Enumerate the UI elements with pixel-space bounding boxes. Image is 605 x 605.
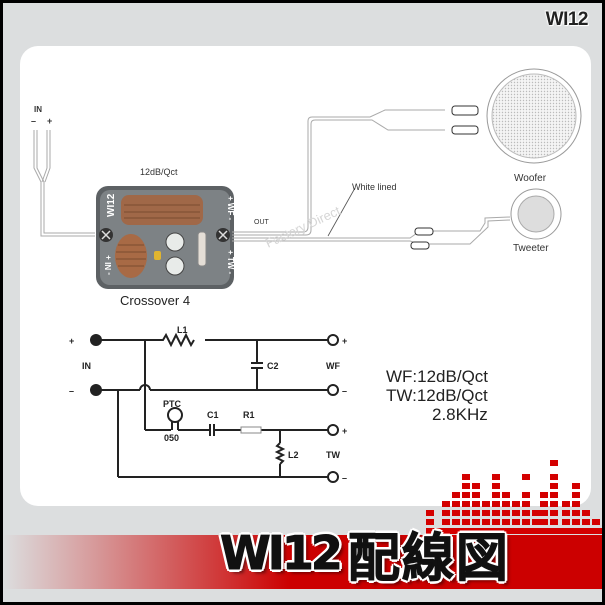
wf-minus: –: [342, 386, 347, 396]
banner-bar: [3, 535, 602, 589]
slope-label: 12dB/Qct: [140, 167, 178, 177]
label-r1: R1: [243, 410, 255, 420]
woofer-label: Woofer: [514, 173, 547, 184]
banner-title-jp: 配線図: [347, 528, 510, 589]
device-name: Crossover 4: [120, 293, 190, 308]
model-badge: WI12: [545, 9, 589, 30]
spec-wf: WF:12dB/Qct: [386, 367, 488, 386]
in-plus-terminal: [90, 334, 102, 346]
sch-in-label: IN: [82, 361, 91, 371]
sch-in-minus: –: [69, 386, 74, 396]
label-ptc: PTC: [163, 399, 182, 409]
banner-title: WI12 配線図: [220, 518, 510, 590]
resistor-r1: [240, 426, 262, 434]
output-terminals: [327, 334, 339, 483]
label-l2: L2: [288, 450, 299, 460]
woofer-icon: [486, 68, 582, 164]
input-label: IN: [34, 105, 42, 114]
crossover-board: WI12 - NI + + WF - + TW -: [96, 186, 235, 289]
tweeter-label: Tweeter: [513, 243, 549, 254]
tweeter-icon: [510, 188, 562, 240]
in-minus-terminal: [90, 384, 102, 396]
input-minus: –: [31, 116, 36, 126]
spec-freq: 2.8KHz: [432, 405, 488, 424]
sch-in-plus: +: [69, 336, 74, 346]
tw-minus: –: [342, 473, 347, 483]
cable-note: White lined: [352, 182, 397, 192]
output-cable: [232, 109, 511, 245]
label-c2: C2: [267, 361, 279, 371]
woofer-connectors: [451, 105, 479, 135]
spec-tw: TW:12dB/Qct: [386, 386, 488, 405]
input-plus: +: [47, 116, 52, 126]
tw-plus: +: [342, 426, 347, 436]
out-label: OUT: [254, 219, 270, 226]
sch-tw-label: TW: [326, 450, 340, 460]
label-c1: C1: [207, 410, 219, 420]
wf-plus: +: [342, 336, 347, 346]
note-leader: [327, 187, 356, 237]
schematic: [96, 332, 328, 478]
label-l1: L1: [177, 325, 188, 335]
label-ptc-value: 050: [164, 433, 179, 443]
tweeter-connectors: [410, 227, 434, 250]
banner-model: WI12: [220, 526, 344, 581]
sch-wf-label: WF: [326, 361, 340, 371]
board-tw-terminal: + TW -: [226, 250, 235, 275]
input-cable: [33, 130, 95, 237]
board-in-terminal: - NI +: [104, 255, 113, 275]
board-model: WI12: [106, 193, 117, 217]
board-wf-terminal: + WF -: [226, 196, 235, 221]
